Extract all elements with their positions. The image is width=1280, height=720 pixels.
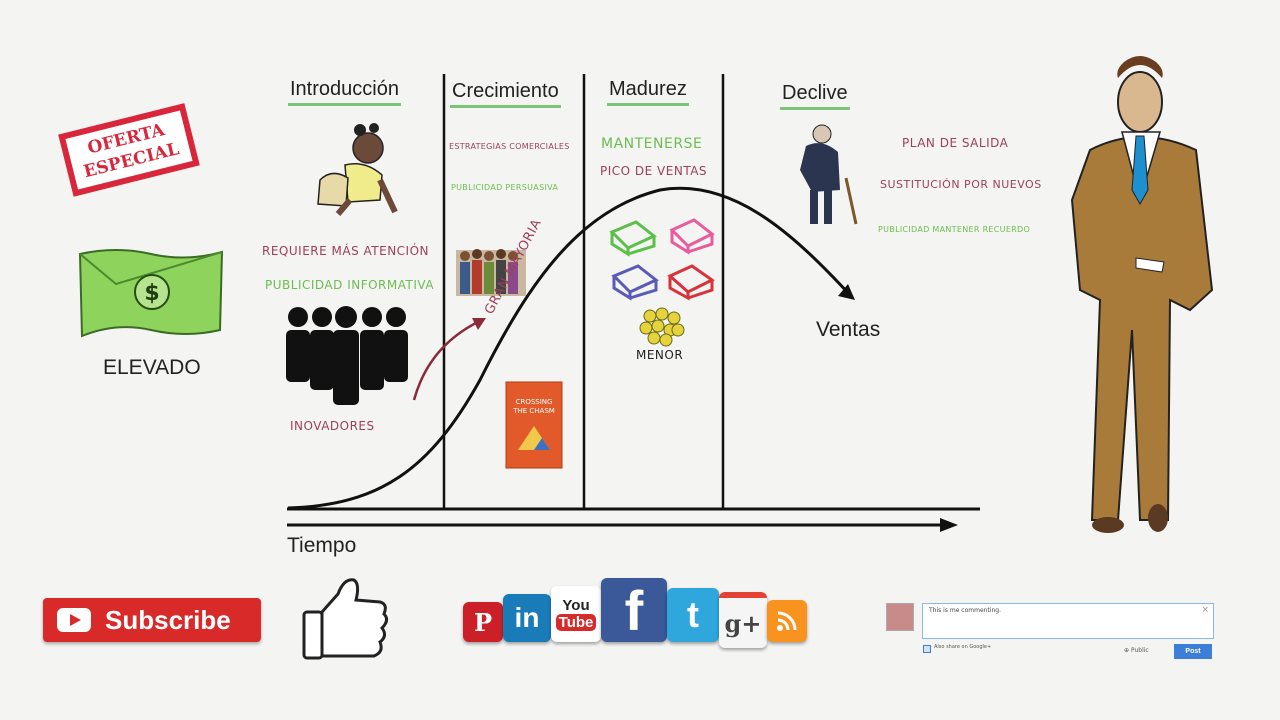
book-title: CROSSING THE CHASM (513, 398, 555, 415)
growth-note-persuasive: PUBLICIDAD PERSUASIVA (451, 183, 559, 192)
maturity-note-maintain: MANTENERSE (601, 136, 703, 152)
youtube-glyph-bottom: Tube (555, 614, 597, 631)
comment-close-icon[interactable]: × (1201, 605, 1209, 615)
post-button[interactable]: Post (1174, 644, 1212, 659)
baby-icon (317, 123, 398, 216)
crowd-icon (456, 249, 526, 296)
gplus-glyph: g+ (724, 608, 762, 638)
pinterest-icon[interactable]: P (463, 602, 503, 642)
thumbs-up-icon (302, 578, 389, 660)
book-icon (505, 381, 563, 469)
subscribe-label: Subscribe (105, 604, 231, 635)
pinterest-glyph: P (473, 607, 493, 637)
stage-maturity-title: Madurez (607, 78, 689, 106)
share-label: Also share on Google+ (934, 644, 992, 650)
decline-note-exit: PLAN DE SALIDA (902, 136, 1009, 150)
visibility-selector[interactable]: ⊕ Public (1124, 647, 1149, 654)
price-label: ELEVADO (103, 356, 201, 379)
money-symbol: $ (144, 281, 159, 306)
innovator-arrow (412, 318, 483, 401)
globe-icon: ⊕ (1124, 647, 1130, 654)
time-axis-label: Tiempo (287, 534, 357, 557)
growth-note-strategies: ESTRATEGIAS COMERCIALES (449, 142, 570, 151)
visibility-label: Public (1130, 647, 1149, 654)
facebook-icon[interactable]: f (601, 578, 667, 642)
youtube-play-icon (57, 608, 91, 632)
innovators-people-icon (286, 306, 408, 405)
maturity-note-peak: PICO DE VENTAS (600, 164, 708, 178)
coins-label: MENOR (636, 348, 684, 362)
twitter-icon[interactable]: t (667, 588, 719, 642)
sales-axis-label: Ventas (816, 318, 881, 341)
stage-intro-title: Introducción (288, 78, 401, 106)
elderly-man-icon (800, 124, 858, 225)
decline-note-replace: SUSTITUCIÓN POR NUEVOS (880, 178, 1042, 191)
subscribe-button[interactable]: Subscribe (43, 598, 261, 642)
money-bill-icon: $ (78, 249, 224, 338)
decline-note-remember: PUBLICIDAD MANTENER RECUERDO (878, 225, 1031, 234)
comment-input[interactable]: This is me commenting. × (922, 603, 1214, 639)
share-checkbox[interactable] (923, 645, 931, 653)
stage-decline-title: Declive (780, 82, 850, 110)
intro-note-advertising: PUBLICIDAD INFORMATIVA (265, 278, 435, 292)
rss-glyph (777, 611, 797, 631)
linkedin-icon[interactable]: in (503, 594, 551, 642)
coins-icon (639, 307, 685, 347)
google-plus-icon[interactable]: g+ (719, 592, 767, 648)
curve-arrowhead (838, 284, 855, 300)
facebook-glyph: f (624, 578, 644, 642)
businessman-icon (1070, 56, 1214, 533)
youtube-glyph-top: You (562, 597, 590, 614)
linkedin-glyph: in (514, 602, 540, 633)
youtube-icon[interactable]: You Tube (551, 586, 601, 642)
comment-text: This is me commenting. (929, 607, 1002, 614)
twitter-glyph: t (687, 594, 699, 635)
innovators-label: INOVADORES (290, 419, 375, 433)
product-boxes-icon (609, 218, 715, 301)
sales-curve (287, 186, 852, 510)
stage-growth-title: Crecimiento (450, 80, 561, 108)
intro-note-attention: REQUIERE MÁS ATENCIÓN (262, 244, 430, 258)
time-axis-arrowhead (940, 518, 958, 532)
innovator-arrowhead (472, 318, 486, 330)
rss-icon[interactable] (767, 600, 807, 642)
commenter-avatar (886, 603, 914, 631)
